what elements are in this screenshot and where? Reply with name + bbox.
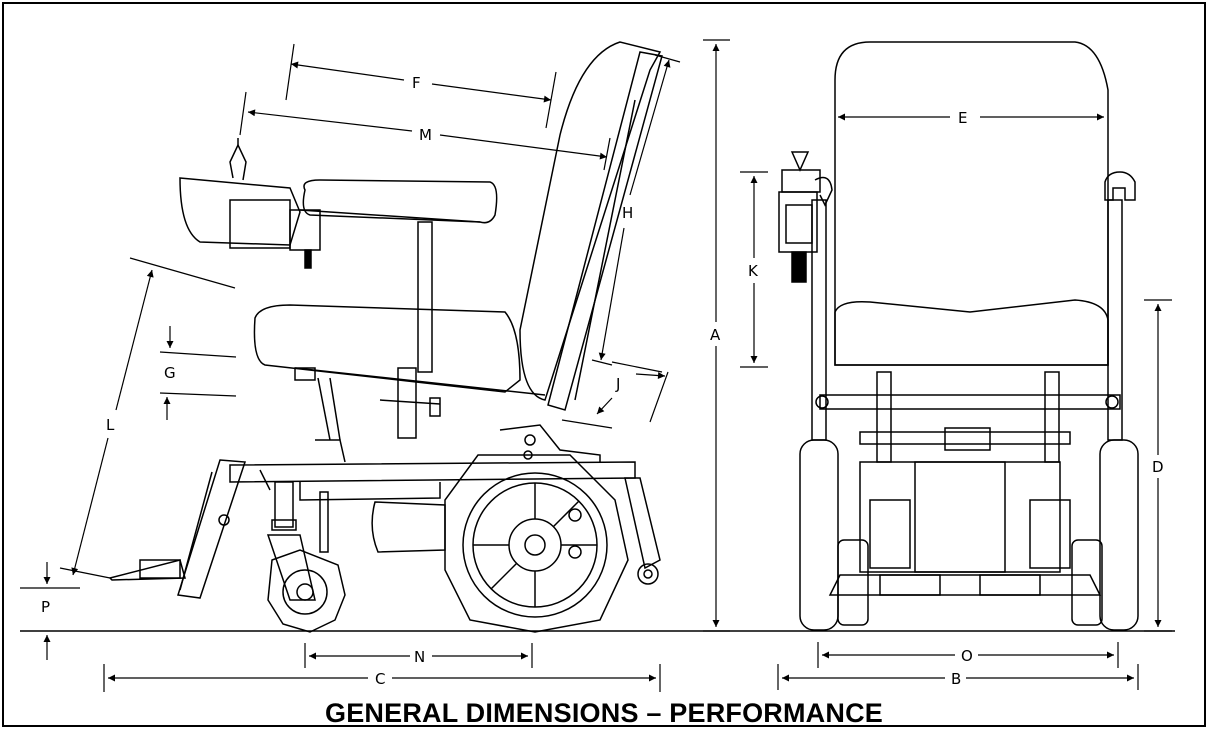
- front-backrest: [834, 41, 1109, 366]
- dim-label-h: H: [622, 204, 633, 222]
- dim-label-b: B: [951, 670, 961, 688]
- dim-label-m: M: [419, 126, 432, 144]
- seat-post: [317, 367, 441, 441]
- side-view: [108, 41, 663, 633]
- dim-label-o: O: [961, 647, 973, 665]
- front-view: [778, 41, 1139, 631]
- front-wheels: [799, 439, 1139, 631]
- legrest: [108, 459, 271, 599]
- dim-label-a: A: [710, 326, 721, 344]
- dim-label-p: P: [41, 598, 50, 616]
- front-base: [828, 461, 1102, 596]
- dimension-lines: [20, 39, 1172, 692]
- dim-label-k: K: [748, 262, 759, 280]
- dim-label-n: N: [414, 648, 425, 666]
- dim-label-f: F: [412, 74, 421, 92]
- caster: [266, 481, 346, 633]
- seat-cushion: [253, 304, 546, 396]
- armrest: [299, 179, 498, 373]
- base-frame: [229, 424, 636, 501]
- front-controller: [778, 151, 833, 283]
- motor: [319, 491, 446, 553]
- drive-wheel: [444, 454, 629, 633]
- diagram-title: GENERAL DIMENSIONS – PERFORMANCE: [325, 698, 883, 728]
- dimension-label-group: A B C D E F G H J K L M N O P: [41, 74, 1164, 688]
- dim-label-c: C: [375, 670, 385, 688]
- dim-label-j: J: [615, 375, 620, 393]
- dim-label-l: L: [106, 416, 115, 434]
- dim-label-d: D: [1152, 458, 1164, 476]
- backrest: [519, 41, 663, 411]
- joystick-controller: [179, 138, 321, 269]
- front-crossbar: [815, 371, 1121, 463]
- dim-label-e: E: [958, 109, 967, 127]
- dim-label-g: G: [164, 364, 176, 382]
- anti-tip: [624, 477, 661, 585]
